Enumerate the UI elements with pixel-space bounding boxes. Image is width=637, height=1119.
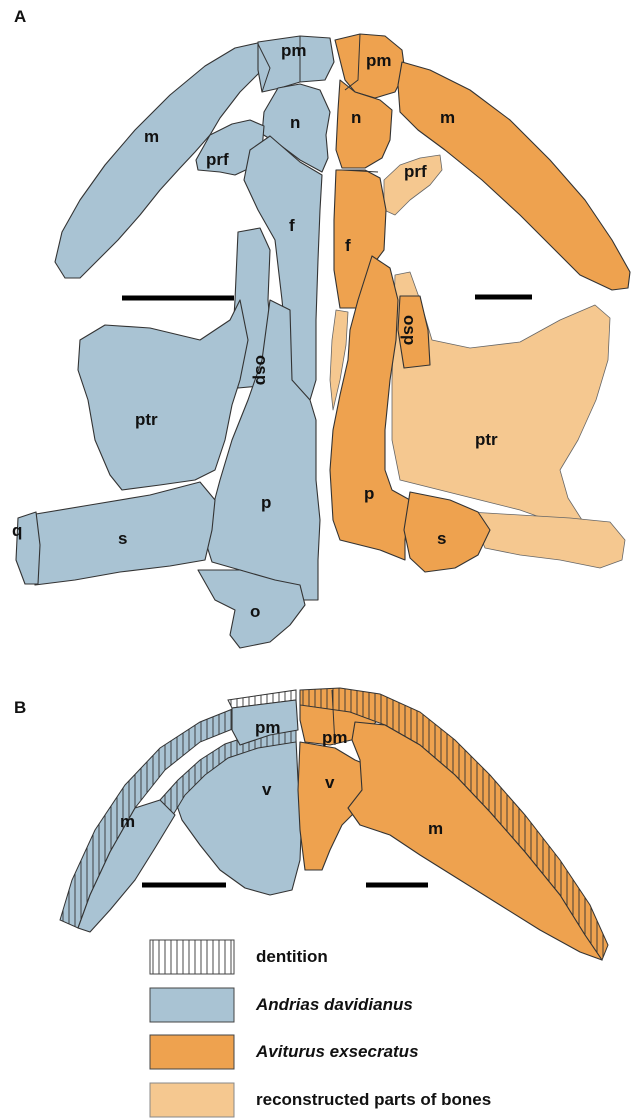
andrias-skull-a [16,36,334,648]
legend-swatch-andrias [150,988,234,1022]
panel-a-label: A [14,7,26,26]
label-pm-left: pm [281,41,307,60]
label-n-left: n [290,113,300,132]
label-osp-right: osp [400,315,419,345]
label-p-left: p [261,493,271,512]
label-v-right-b: v [325,773,335,792]
label-f-left: f [289,216,295,235]
legend: dentition Andrias davidianus Aviturus ex… [150,940,491,1117]
label-n-right: n [351,108,361,127]
label-m-left: m [144,127,159,146]
label-s-left: s [118,529,127,548]
label-ptr-left: ptr [135,410,158,429]
label-prf-right: prf [404,162,427,181]
pterygoid-left [78,300,248,490]
panel-b-label: B [14,698,26,717]
label-f-right: f [345,236,351,255]
label-m-right: m [440,108,455,127]
label-prf-left: prf [206,150,229,169]
label-osp-left: osp [252,355,271,385]
label-pm-right: pm [366,51,392,70]
legend-swatch-aviturus [150,1035,234,1069]
label-v-left-b: v [262,780,272,799]
label-m-right-b: m [428,819,443,838]
vomer-left [175,738,302,895]
legend-label-andrias: Andrias davidianus [255,995,413,1014]
maxilla-right-b [348,722,602,960]
pterygoid-right [392,272,610,533]
label-p-right: p [364,484,374,503]
label-pm-left-b: pm [255,718,281,737]
legend-swatch-reconstructed [150,1083,234,1117]
label-q: q [12,521,22,540]
label-pm-right-b: pm [322,728,348,747]
squamosal-reconstructed-right [470,512,625,568]
legend-label-reconstructed: reconstructed parts of bones [256,1090,491,1109]
label-ptr-right: ptr [475,430,498,449]
label-m-left-b: m [120,812,135,831]
label-o: o [250,602,260,621]
legend-swatch-dentition [150,940,234,974]
legend-label-dentition: dentition [256,947,328,966]
label-s-right: s [437,529,446,548]
squamosal-right [404,492,490,572]
legend-label-aviturus: Aviturus exsecratus [255,1042,419,1061]
